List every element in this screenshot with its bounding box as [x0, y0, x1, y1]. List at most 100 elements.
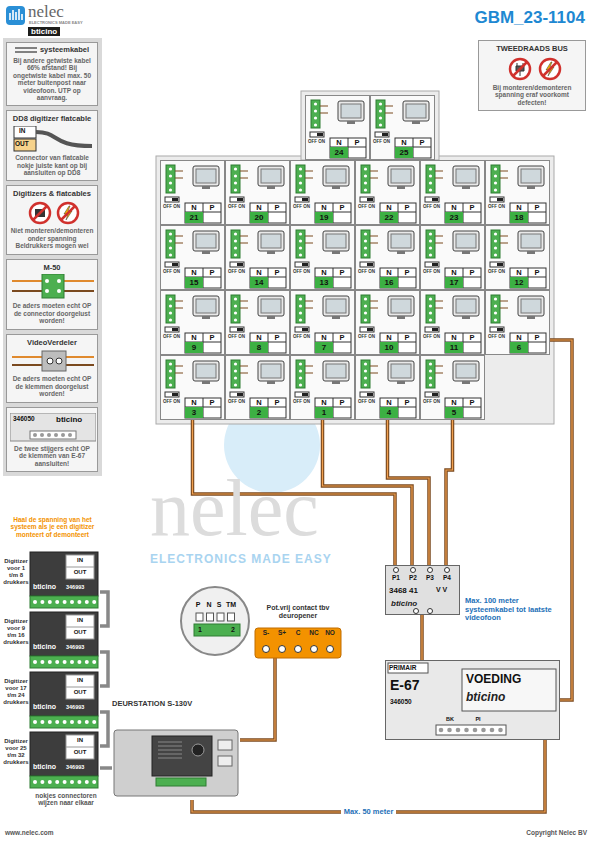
node-text: OFF ON [423, 334, 445, 339]
node-text: N [510, 333, 528, 342]
note-icon: INOUT [10, 126, 94, 152]
off-on-switch [230, 197, 244, 202]
screw [314, 102, 317, 105]
flatcable-path [100, 712, 108, 746]
screw [169, 318, 172, 321]
switch-lever [432, 393, 438, 396]
prohibition-sign [58, 203, 78, 223]
screen [391, 364, 411, 378]
screw [77, 660, 81, 664]
screw [299, 232, 302, 235]
screw [33, 433, 37, 437]
node-text: 10 [380, 342, 398, 353]
screw [234, 246, 237, 249]
videophone: OFF ONNP14 [225, 225, 290, 290]
node-text: N [445, 268, 463, 277]
np-table [510, 333, 546, 353]
np-grid [510, 333, 546, 353]
node-text: OFF ON [228, 204, 250, 209]
np-table [330, 138, 366, 158]
np-table [185, 333, 221, 353]
node-text: N [315, 398, 333, 407]
screen [391, 299, 411, 313]
node-text: N [445, 203, 463, 212]
screen [456, 364, 476, 378]
node-text: Pot.vrij contact tbv deuropener [255, 604, 341, 620]
camera [192, 744, 204, 756]
node-text: OFF ON [163, 334, 185, 339]
screw [234, 167, 237, 170]
node-text: 346993 [66, 644, 97, 650]
node-text: 4 [380, 407, 398, 418]
screw [92, 720, 96, 724]
switch-lever [302, 198, 308, 201]
switch-lever [172, 328, 178, 331]
screw [33, 600, 37, 604]
note-box: DD8 digitizer flatcableINOUTConnector va… [6, 110, 98, 181]
node-text: P [268, 268, 286, 277]
screw [169, 174, 172, 177]
cable-line [15, 52, 37, 53]
cable-path [388, 420, 430, 565]
screw [55, 660, 59, 664]
monitor [193, 296, 219, 316]
np-table [445, 333, 481, 353]
in-out-label [66, 675, 94, 699]
screw [364, 318, 367, 321]
speaker-grille [158, 758, 182, 759]
bus-connector [166, 360, 175, 388]
cable-path [420, 615, 424, 660]
screw [63, 780, 67, 784]
screen [261, 364, 281, 378]
note-icon [10, 274, 94, 300]
screen [326, 234, 346, 248]
node-text: 346993 [66, 704, 97, 710]
cable-core [323, 420, 413, 565]
off-on-switch [230, 327, 244, 332]
wire [370, 366, 378, 373]
videophone: OFF ONNP5 [420, 355, 485, 420]
videophone: OFF ONNP25 [370, 95, 435, 160]
screw [169, 304, 172, 307]
screw [169, 232, 172, 235]
switch-lever [237, 393, 243, 396]
node-text: P [268, 333, 286, 342]
bus-connector [426, 230, 435, 258]
np-table [315, 203, 351, 223]
divider [66, 627, 94, 628]
node-text: N [380, 203, 398, 212]
wire [305, 236, 313, 243]
videophone: OFF ONNP6 [485, 290, 550, 355]
note-label: Haal de spanning van het systeem als je … [5, 516, 100, 538]
node-text: N [204, 601, 214, 609]
screw [414, 609, 419, 614]
note-label: bticino [28, 27, 60, 36]
np-grid [250, 398, 286, 418]
off-on-switch [425, 327, 439, 332]
bus-connector [166, 295, 175, 323]
off-on-switch [165, 392, 179, 397]
switch-lever [432, 328, 438, 331]
screw [364, 376, 367, 379]
speaker-grille [158, 742, 182, 743]
node-text: OFF ON [228, 399, 250, 404]
screw [85, 600, 89, 604]
screw [234, 253, 237, 256]
videophone: OFF ONNP4 [355, 355, 420, 420]
digitizer-body [30, 552, 98, 596]
monitor-base [397, 186, 405, 189]
np-table [395, 138, 431, 158]
node-text: M-50 [10, 264, 94, 273]
bus-connector [426, 360, 435, 388]
screw [494, 167, 497, 170]
in-out-label [66, 615, 94, 639]
bus-connector [491, 230, 500, 258]
node-text: Bij andere getwiste kabel 66% afstand! B… [10, 57, 94, 102]
node-text: 20 [250, 212, 268, 223]
videophone: OFF ONNP21 [160, 160, 225, 225]
node-text: 9 [185, 342, 203, 353]
monitor [258, 361, 284, 381]
screw [45, 289, 49, 293]
node-text: De aders moeten echt OP de klemmen doorg… [10, 375, 94, 397]
screw [494, 232, 497, 235]
